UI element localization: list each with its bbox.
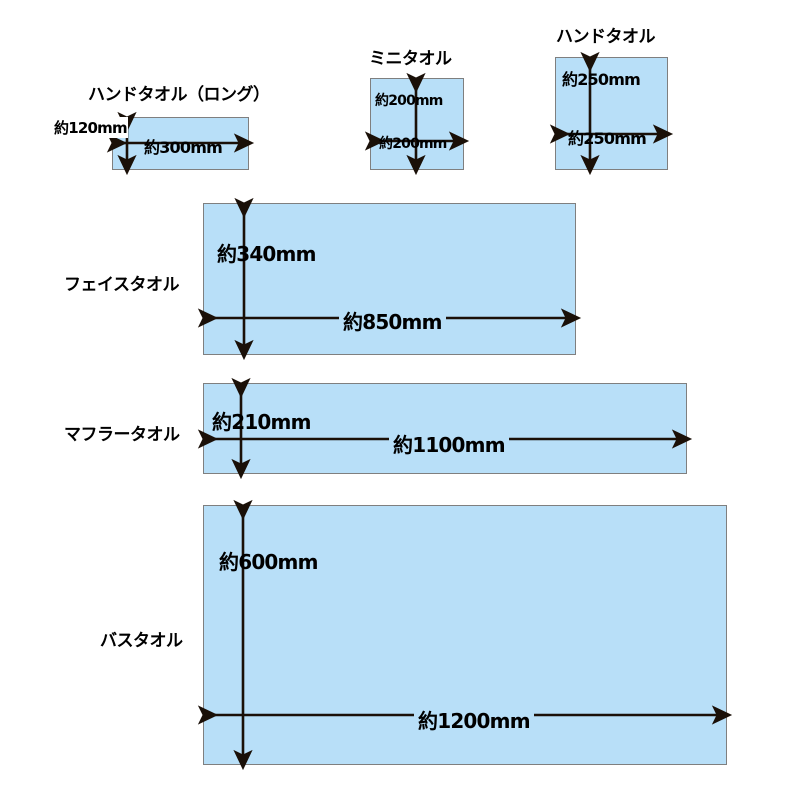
dimension-label-width-bath-towel: 約1200mm bbox=[414, 705, 534, 734]
dimension-arrow-vertical-mini-towel bbox=[406, 72, 426, 176]
dimension-label-width-muffler-towel: 約1100mm bbox=[389, 429, 509, 458]
dimension-label-height-face-towel: 約340mm bbox=[217, 242, 316, 266]
dimension-arrow-vertical-muffler-towel bbox=[231, 377, 251, 480]
towel-title-bath-towel: バスタオル bbox=[100, 631, 183, 651]
dimension-label-height-hand-towel: 約250mm bbox=[562, 70, 641, 89]
dimension-label-width-face-towel: 約850mm bbox=[339, 306, 446, 335]
dimension-label-width-hand-towel-long: 約300mm bbox=[144, 138, 223, 157]
dimension-label-height-muffler-towel: 約210mm bbox=[212, 410, 311, 434]
towel-title-mini-towel: ミニタオル bbox=[369, 49, 452, 69]
dimension-arrow-horizontal-hand-towel bbox=[549, 124, 674, 144]
dimension-arrow-horizontal-hand-towel-long bbox=[106, 133, 255, 153]
towel-title-muffler-towel: マフラータオル bbox=[64, 425, 180, 445]
dimension-label-width-hand-towel: 約250mm bbox=[568, 129, 647, 148]
dimension-label-height-bath-towel: 約600mm bbox=[219, 550, 318, 574]
towel-title-hand-towel: ハンドタオル bbox=[556, 27, 656, 47]
dimension-label-height-hand-towel-long: 約120mm bbox=[53, 117, 128, 138]
towel-rect-hand-towel bbox=[555, 57, 668, 170]
dimension-label-width-mini-towel: 約200mm bbox=[379, 136, 447, 152]
dimension-label-height-mini-towel: 約200mm bbox=[375, 93, 443, 109]
towel-rect-muffler-towel bbox=[203, 383, 687, 474]
towel-title-hand-towel-long: ハンドタオル（ロング） bbox=[88, 85, 270, 105]
towel-title-face-towel: フェイスタオル bbox=[64, 275, 180, 295]
dimension-arrow-vertical-hand-towel bbox=[580, 51, 600, 176]
